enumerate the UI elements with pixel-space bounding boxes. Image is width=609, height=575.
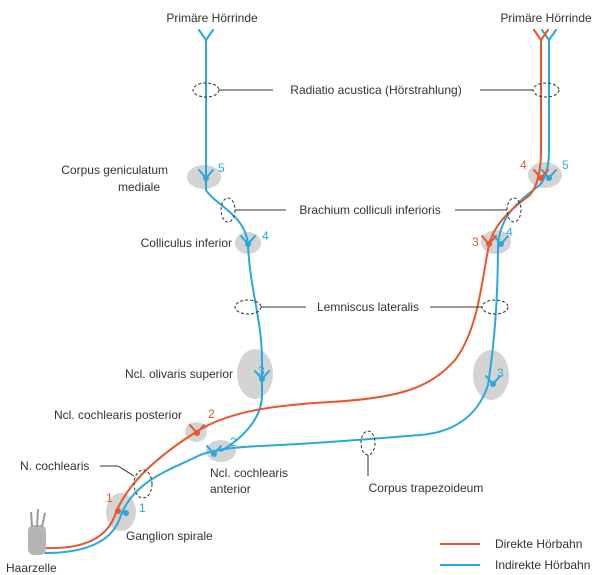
label-ganglion: Ganglion spirale [126, 529, 213, 543]
soma-red-cgm [538, 175, 544, 181]
label-n-cochlearis: N. cochlearis [20, 459, 89, 473]
indirect-pathway [44, 29, 557, 554]
label-cortex-right: Primäre Hörrinde [500, 11, 592, 25]
hair-cell-icon [28, 508, 46, 555]
num-left-5: 5 [218, 161, 225, 175]
nucleus-left-olivaris [237, 349, 273, 399]
leader-lines [100, 89, 533, 477]
direct-main-path [44, 39, 542, 550]
radiatio-right-ellipse [532, 82, 560, 98]
label-cochlearis-ant-line2: anterior [210, 482, 251, 496]
label-haarzelle: Haarzelle [6, 561, 57, 575]
legend-direct-label: Direkte Hörbahn [495, 537, 582, 551]
soma-right-colliculus [498, 241, 504, 247]
soma-left-cgm [203, 175, 209, 181]
label-cochlearis-ant-line1: Ncl. cochlearis [210, 466, 288, 480]
brachium-right-ellipse [506, 197, 522, 223]
num-left-4: 4 [262, 229, 269, 243]
trapezoideum-ellipse [360, 430, 376, 456]
label-lemniscus: Lemniscus lateralis [317, 300, 419, 314]
nucleus-right-olivaris [473, 350, 509, 400]
soma-red-colliculus [486, 241, 492, 247]
station-numbers: 5 4 3 2 2 1 1 4 5 3 4 3 [106, 158, 569, 515]
label-cochlearis-post: Ncl. cochlearis posterior [54, 408, 182, 422]
cortex-right-fork-red [533, 29, 549, 41]
cortex-left-fork [198, 29, 214, 41]
num-left-1-red: 1 [106, 491, 113, 505]
label-cortex-left: Primäre Hörrinde [166, 11, 258, 25]
indirect-left-branch [205, 39, 263, 452]
num-right-4-blue: 4 [506, 225, 513, 239]
num-right-4-red: 4 [520, 158, 527, 172]
soma-ganglion-blue [123, 510, 129, 516]
soma-left-olivaris [259, 376, 265, 382]
n-cochlearis-ellipse [133, 469, 153, 499]
label-brachium: Brachium colliculi inferioris [299, 203, 440, 217]
num-left-2-red: 2 [208, 407, 215, 421]
soma-right-olivaris [490, 381, 496, 387]
direct-pathway [44, 29, 549, 550]
label-radiatio: Radiatio acustica (Hörstrahlung) [290, 83, 461, 97]
indirect-main-path [44, 39, 550, 554]
soma-right-cgm [546, 175, 552, 181]
label-cgm-line1: Corpus geniculatum [61, 163, 168, 177]
label-trapezoideum: Corpus trapezoideum [369, 481, 484, 495]
num-right-5-blue: 5 [562, 158, 569, 172]
soma-ganglion-red [115, 508, 121, 514]
label-cgm-line2: mediale [118, 180, 160, 194]
label-colliculus: Colliculus inferior [141, 236, 232, 250]
label-olivaris: Ncl. olivaris superior [125, 367, 233, 381]
soma-left-colliculus [245, 241, 251, 247]
soma-left-cochlearis-ant [211, 451, 217, 457]
num-left-3: 3 [258, 364, 265, 378]
num-right-3-blue: 3 [497, 366, 504, 380]
legend: Direkte Hörbahn Indirekte Hörbahn [440, 537, 590, 572]
soma-red-cochlearis-post [194, 430, 200, 436]
num-left-2-blue: 2 [230, 435, 237, 449]
legend-indirect-label: Indirekte Hörbahn [495, 558, 590, 572]
cortex-right-fork-blue [541, 29, 557, 41]
num-left-1-blue: 1 [139, 501, 146, 515]
labels: Primäre Hörrinde Primäre Hörrinde Radiat… [6, 11, 592, 575]
num-right-3-red: 3 [472, 235, 479, 249]
